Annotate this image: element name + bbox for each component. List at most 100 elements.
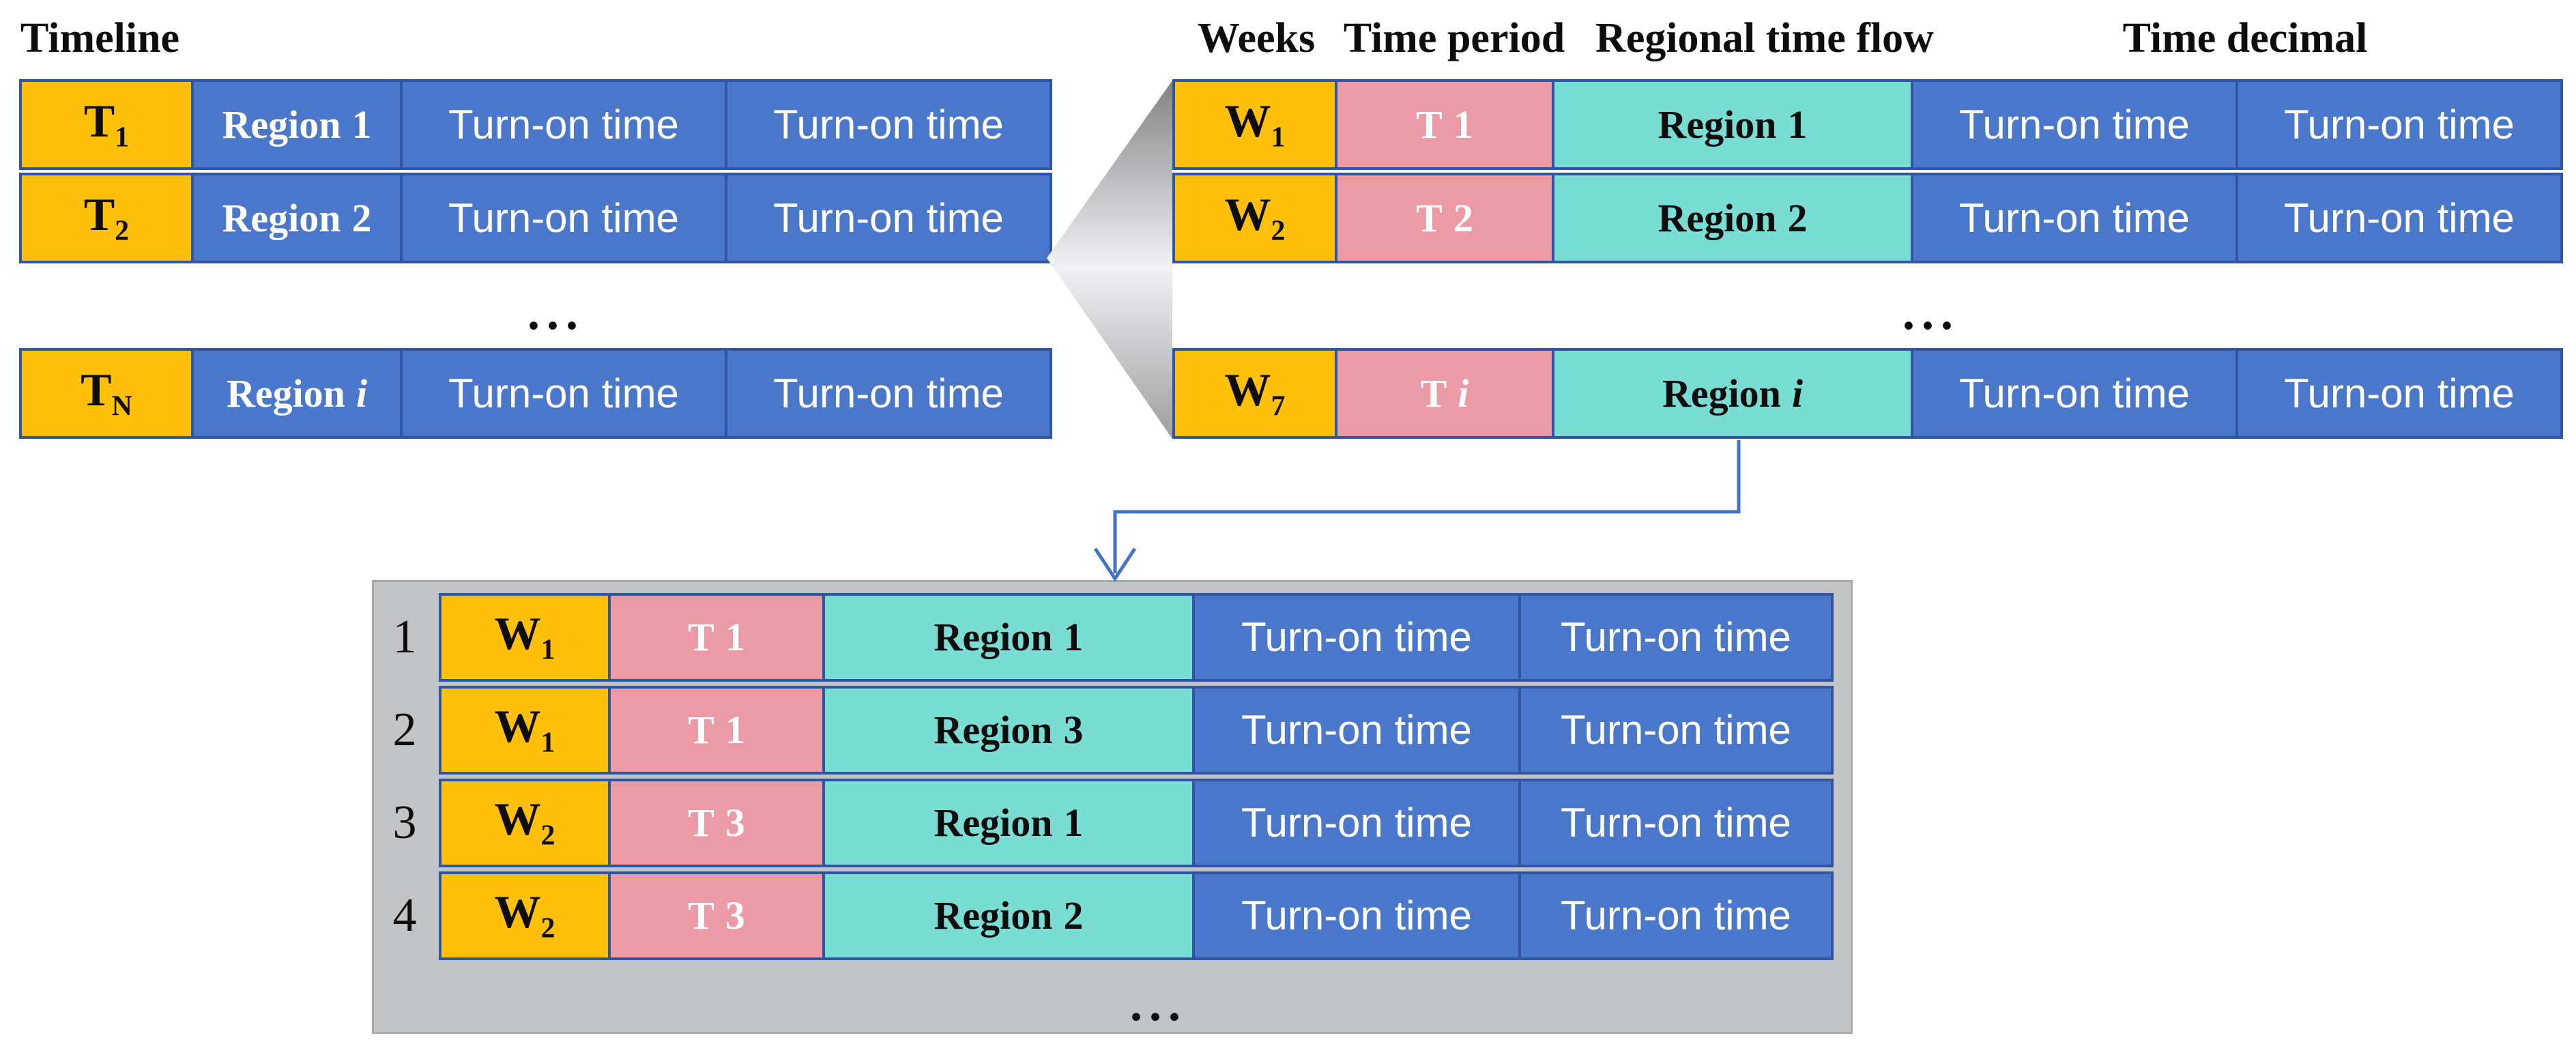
- week-label: W7: [1224, 363, 1286, 422]
- timeline-key-cell: T1: [19, 79, 194, 170]
- week-label: W2: [1224, 188, 1286, 247]
- turn-on-time-label: Turn-on time: [1561, 614, 1791, 660]
- turn-on-time-label: Turn-on time: [2284, 194, 2515, 241]
- down-arrow-icon: [1093, 547, 1137, 582]
- turn-on-time-cell: Turn-on time: [725, 173, 1052, 263]
- week-cell: W1: [1172, 79, 1337, 170]
- turn-on-time-label: Turn-on time: [1241, 614, 1472, 660]
- result-row-number: 2: [392, 704, 417, 756]
- result-row-number: 3: [392, 796, 417, 849]
- timeline-key-cell: TN: [19, 348, 194, 439]
- turn-on-time-label: Turn-on time: [773, 194, 1004, 241]
- regional-time-flow-column-title: Regional time flow: [1595, 15, 1934, 61]
- time-period-column-title: Time period: [1343, 15, 1565, 61]
- turn-on-time-label: Turn-on time: [1561, 893, 1791, 938]
- week-cell: W2: [439, 779, 611, 867]
- timeline-key-label: TN: [81, 363, 132, 422]
- week-cell: W2: [1172, 173, 1337, 263]
- turn-on-time-cell: Turn-on time: [400, 173, 727, 263]
- turn-on-time-label: Turn-on time: [1959, 370, 2190, 416]
- turn-on-time-label: Turn-on time: [1561, 707, 1791, 753]
- turn-on-time-cell: Turn-on time: [1192, 871, 1521, 960]
- timeline-ellipsis: ...: [527, 285, 585, 340]
- week-cell: W2: [439, 871, 611, 960]
- timeline-key-label: T2: [83, 188, 130, 247]
- turn-on-time-label: Turn-on time: [1241, 893, 1472, 938]
- turn-on-time-label: Turn-on time: [773, 101, 1004, 147]
- time-decimal-column-title: Time decimal: [2122, 15, 2368, 61]
- turn-on-time-cell: Turn-on time: [1518, 871, 1834, 960]
- week-cell: W1: [439, 686, 611, 775]
- week-label: W1: [494, 700, 555, 759]
- turn-on-time-cell: Turn-on time: [1911, 348, 2238, 439]
- week-cell: W1: [439, 593, 611, 682]
- turn-on-time-cell: Turn-on time: [1192, 686, 1521, 775]
- week-cell: W7: [1172, 348, 1337, 439]
- turn-on-time-cell: Turn-on time: [1518, 779, 1834, 867]
- turn-on-time-cell: Turn-on time: [725, 348, 1052, 439]
- week-label: W2: [494, 793, 555, 852]
- turn-on-time-cell: Turn-on time: [2235, 79, 2563, 170]
- turn-on-time-label: Turn-on time: [1241, 800, 1472, 846]
- turn-on-time-cell: Turn-on time: [1911, 173, 2238, 263]
- turn-on-time-label: Turn-on time: [448, 370, 679, 416]
- turn-on-time-cell: Turn-on time: [400, 348, 727, 439]
- turn-on-time-label: Turn-on time: [1959, 101, 2190, 147]
- turn-on-time-label: Turn-on time: [773, 370, 1004, 416]
- timeline-key-cell: T2: [19, 173, 194, 263]
- turn-on-time-label: Turn-on time: [1241, 707, 1472, 753]
- week-label: W1: [1224, 94, 1286, 154]
- elbow-connector-line: [1113, 440, 1741, 573]
- turn-on-time-label: Turn-on time: [2284, 101, 2515, 147]
- result-row-number: 1: [392, 611, 417, 663]
- result-row-number: 4: [392, 889, 417, 942]
- week-label: W2: [494, 886, 555, 944]
- turn-on-time-cell: Turn-on time: [1518, 686, 1834, 775]
- turn-on-time-cell: Turn-on time: [1192, 779, 1521, 867]
- week-label: W1: [494, 607, 555, 666]
- zoom-transition-shape: [1047, 81, 1172, 439]
- turn-on-time-cell: Turn-on time: [1518, 593, 1834, 682]
- turn-on-time-label: Turn-on time: [448, 194, 679, 241]
- weeks-column-title: Weeks: [1197, 15, 1316, 61]
